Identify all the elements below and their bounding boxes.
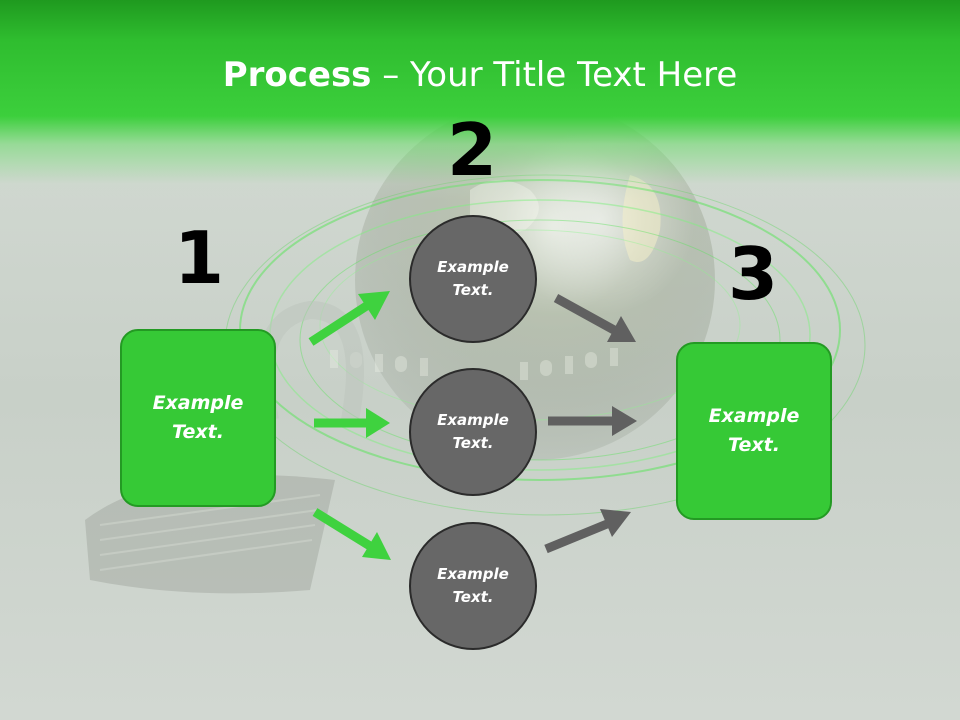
arrow-circle3-to-box3 [544, 509, 631, 554]
step-3-box: Example Text. [676, 342, 832, 520]
step-2-circle-2: Example Text. [409, 368, 537, 496]
title-rest-part: – Your Title Text Here [371, 55, 738, 95]
step-2-circle-3-text: Example Text. [437, 565, 509, 606]
step-number-3: 3 [727, 232, 779, 316]
step-2-circle-1: Example Text. [409, 215, 537, 343]
step-3-text: Example Text. [708, 405, 800, 456]
step-2-circle-1-text: Example Text. [437, 258, 509, 299]
step-2-circle-2-text: Example Text. [437, 411, 509, 452]
arrow-box1-to-circle3 [312, 508, 391, 560]
header-band [0, 0, 960, 200]
arrow-circle2-to-box3 [548, 406, 637, 436]
step-number-2: 2 [446, 108, 498, 192]
title-bold-part: Process [222, 55, 372, 95]
arrow-box1-to-circle2 [314, 408, 390, 438]
step-2-circle-3: Example Text. [409, 522, 537, 650]
arrow-box1-to-circle1 [308, 291, 390, 346]
step-1-text: Example Text. [152, 392, 244, 443]
arrow-circle1-to-box3 [553, 294, 636, 342]
slide-title: Process – Your Title Text Here [0, 52, 960, 98]
step-number-1: 1 [173, 216, 225, 300]
step-1-box: Example Text. [120, 329, 276, 507]
